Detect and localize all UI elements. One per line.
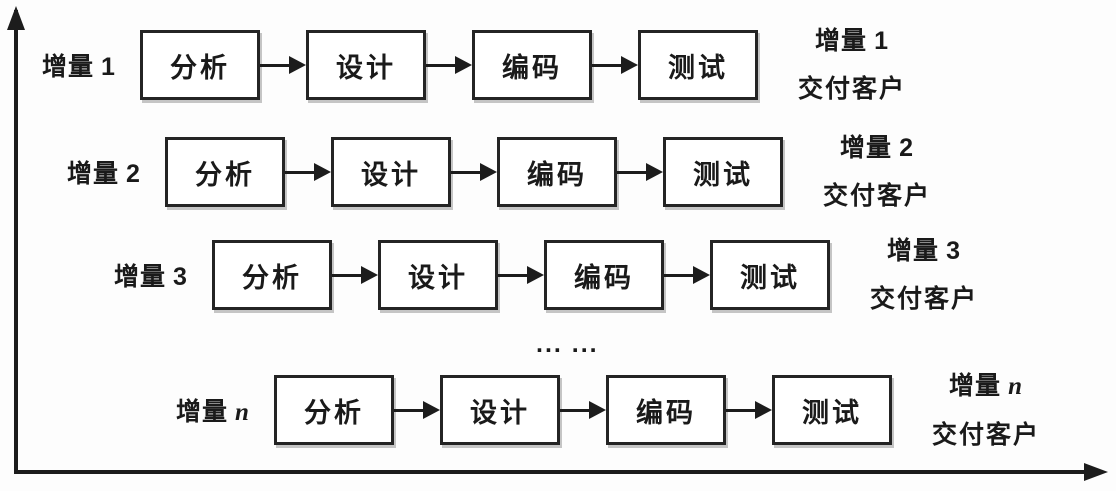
delivery-customer-line: 交付客户	[798, 75, 907, 103]
stage-box-testing: 测试	[638, 30, 758, 100]
stage-box-analysis: 分析	[140, 30, 260, 100]
flow-arrow-icon	[451, 163, 497, 181]
stage-box-label: 编码	[636, 397, 696, 428]
stage-box-label: 分析	[170, 52, 230, 83]
stage-box-coding: 编码	[497, 137, 617, 207]
stage-box-analysis: 分析	[165, 137, 285, 207]
x-axis	[14, 470, 1086, 474]
increment-label-number: 1	[101, 53, 116, 81]
increment-label-number: 3	[173, 263, 188, 291]
delivery-customer-line: 交付客户	[823, 182, 932, 210]
y-axis-arrowhead-icon	[7, 6, 25, 30]
stage-box-testing: 测试	[772, 375, 892, 445]
increment-label-text: 增量	[114, 263, 167, 291]
increment-label-number: n	[235, 399, 250, 426]
stage-box-design: 设计	[306, 30, 426, 100]
delivery-increment-number: 3	[946, 237, 961, 265]
stage-box-label: 设计	[408, 262, 468, 293]
stage-box-label: 测试	[802, 397, 862, 428]
x-axis-arrowhead-icon	[1084, 463, 1108, 481]
stage-box-design: 设计	[440, 375, 560, 445]
stage-box-testing: 测试	[710, 240, 830, 310]
stage-box-design: 设计	[378, 240, 498, 310]
flow-arrow-icon	[664, 266, 710, 284]
delivery-increment-number: 1	[874, 27, 889, 55]
flow-arrow-icon	[285, 163, 331, 181]
flow-arrow-icon	[394, 401, 440, 419]
increment-label-text: 增量	[67, 160, 120, 188]
stage-box-analysis: 分析	[212, 240, 332, 310]
delivery-increment-text: 增量	[887, 237, 940, 265]
y-axis	[14, 10, 18, 474]
flow-arrow-icon	[592, 56, 638, 74]
flow-arrow-icon	[498, 266, 544, 284]
flow-arrow-icon	[260, 56, 306, 74]
stage-box-label: 设计	[361, 159, 421, 190]
stage-box-label: 编码	[574, 262, 634, 293]
delivery-increment-text: 增量	[840, 134, 893, 162]
stage-box-label: 测试	[668, 52, 728, 83]
ellipsis: ... ...	[536, 330, 599, 358]
stage-box-label: 测试	[693, 159, 753, 190]
stage-box-analysis: 分析	[274, 375, 394, 445]
delivery-increment-text: 增量	[815, 27, 868, 55]
stage-box-label: 分析	[242, 262, 302, 293]
flow-arrow-icon	[426, 56, 472, 74]
delivery-customer-line: 交付客户	[932, 420, 1041, 449]
flow-arrow-icon	[560, 401, 606, 419]
stage-box-label: 设计	[470, 397, 530, 428]
flow-arrow-icon	[726, 401, 772, 419]
stage-box-label: 编码	[502, 52, 562, 83]
increment-label-text: 增量	[176, 398, 229, 426]
flow-arrow-icon	[617, 163, 663, 181]
flow-arrow-icon	[332, 266, 378, 284]
delivery-customer-line: 交付客户	[870, 285, 979, 313]
stage-box-label: 编码	[527, 159, 587, 190]
increment-label-number: 2	[126, 160, 141, 188]
delivery-increment-number: 2	[899, 134, 914, 162]
delivery-increment-text: 增量	[949, 371, 1002, 400]
stage-box-coding: 编码	[606, 375, 726, 445]
stage-box-label: 设计	[336, 52, 396, 83]
delivery-increment-number: n	[1008, 372, 1023, 400]
stage-box-coding: 编码	[544, 240, 664, 310]
stage-box-coding: 编码	[472, 30, 592, 100]
stage-box-testing: 测试	[663, 137, 783, 207]
stage-box-label: 测试	[740, 262, 800, 293]
stage-box-label: 分析	[304, 397, 364, 428]
stage-box-label: 分析	[195, 159, 255, 190]
stage-box-design: 设计	[331, 137, 451, 207]
increment-label-text: 增量	[42, 53, 95, 81]
